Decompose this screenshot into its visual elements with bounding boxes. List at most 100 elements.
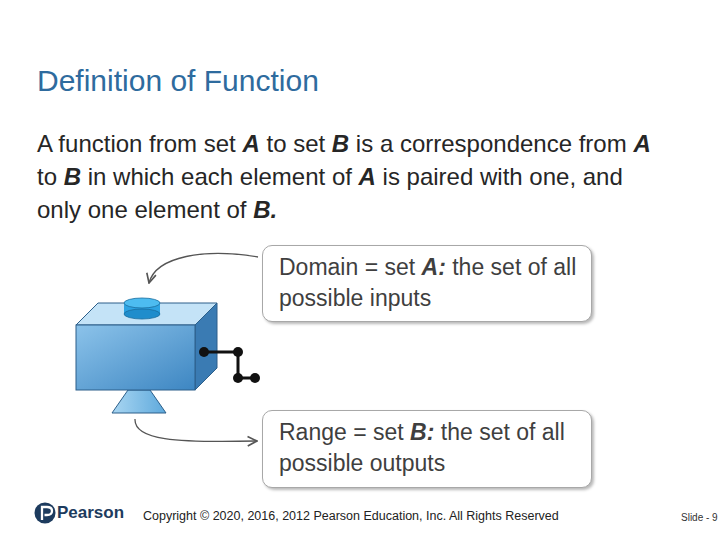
logo-mark: [35, 503, 56, 524]
machine-front: [76, 325, 195, 390]
text-run: B: [64, 163, 81, 190]
text-run: Domain: [279, 254, 358, 280]
text-run: B:: [410, 419, 434, 445]
text-run: [325, 130, 332, 157]
text-run: [325, 163, 332, 190]
text-run: to: [37, 163, 57, 190]
text-run: [521, 254, 527, 280]
text-run: to: [266, 130, 286, 157]
text-run: [247, 196, 254, 223]
box-text: Range = set B: the set of all possible o…: [279, 417, 581, 479]
text-run: the: [441, 419, 473, 445]
text-run: [627, 130, 634, 157]
text-run: B: [332, 130, 349, 157]
text-run: [347, 419, 353, 445]
text-run: =: [365, 254, 378, 280]
box-text: Domain = set A: the set of all possible …: [279, 252, 581, 314]
text-run: element: [240, 163, 325, 190]
text-run: [81, 163, 88, 190]
text-run: Range: [279, 419, 347, 445]
text-run: one: [88, 196, 128, 223]
output-funnel: [112, 390, 166, 413]
text-run: a: [380, 130, 393, 157]
text-run: B.: [253, 196, 277, 223]
crank-joint: [233, 347, 243, 357]
text-run: [57, 163, 64, 190]
text-run: of: [528, 254, 547, 280]
text-run: [434, 419, 440, 445]
text-run: [260, 130, 267, 157]
text-run: possible: [279, 285, 363, 311]
slide-number: Slide - 9: [681, 512, 718, 524]
text-run: all: [542, 419, 565, 445]
text-run: [52, 130, 59, 157]
text-run: in: [88, 163, 107, 190]
text-run: set: [293, 130, 325, 157]
text-run: which: [113, 163, 174, 190]
crank-joint: [199, 347, 209, 357]
text-run: set: [204, 130, 236, 157]
text-run: from: [149, 130, 197, 157]
text-run: [510, 419, 516, 445]
text-run: A: [359, 163, 376, 190]
text-run: [378, 254, 384, 280]
text-run: [363, 450, 369, 476]
text-run: [535, 419, 541, 445]
text-run: [446, 254, 452, 280]
text-run: A: [37, 130, 52, 157]
text-run: outputs: [370, 450, 445, 476]
text-run: inputs: [370, 285, 431, 311]
text-run: [349, 130, 356, 157]
text-run: set: [479, 419, 510, 445]
definition-box: Range = set B: the set of all possible o…: [262, 410, 592, 488]
text-run: [128, 196, 135, 223]
text-run: [197, 130, 204, 157]
input-hopper: [124, 298, 160, 308]
copyright-note: Copyright © 2020, 2016, 2012 Pearson Edu…: [143, 509, 559, 524]
text-run: set: [384, 254, 415, 280]
text-run: is: [356, 130, 373, 157]
text-run: [367, 419, 373, 445]
text-run: [81, 196, 88, 223]
text-run: from: [579, 130, 627, 157]
logo-text: Pearson: [57, 503, 124, 523]
text-run: [106, 163, 113, 190]
text-run: with: [480, 163, 523, 190]
text-run: all: [553, 254, 576, 280]
text-run: [352, 163, 359, 190]
text-run: A: [242, 130, 259, 157]
text-run: [393, 130, 400, 157]
text-run: possible: [279, 450, 363, 476]
text-run: A: [633, 130, 650, 157]
text-run: [415, 254, 421, 280]
definition-text: A function from set A to set B is a corr…: [37, 127, 673, 226]
text-run: element: [134, 196, 219, 223]
text-run: is: [383, 163, 400, 190]
text-run: each: [181, 163, 233, 190]
text-run: [473, 419, 479, 445]
leader-arrow: [149, 253, 258, 283]
text-run: only: [37, 196, 81, 223]
text-run: set: [491, 254, 522, 280]
logo-mark: [42, 507, 52, 520]
text-run: [484, 254, 490, 280]
text-run: the: [452, 254, 484, 280]
text-run: =: [353, 419, 366, 445]
text-run: correspondence: [400, 130, 572, 157]
text-run: [376, 163, 383, 190]
text-run: [547, 254, 553, 280]
text-run: A:: [422, 254, 446, 280]
text-run: of: [226, 196, 246, 223]
text-run: and: [583, 163, 623, 190]
text-run: [236, 130, 243, 157]
crank-joint: [233, 373, 243, 383]
text-run: [174, 163, 181, 190]
text-run: [358, 254, 364, 280]
text-run: set: [373, 419, 404, 445]
text-run: [220, 196, 227, 223]
text-run: function: [58, 130, 142, 157]
text-run: [576, 163, 583, 190]
text-run: [142, 130, 149, 157]
text-run: [523, 163, 530, 190]
